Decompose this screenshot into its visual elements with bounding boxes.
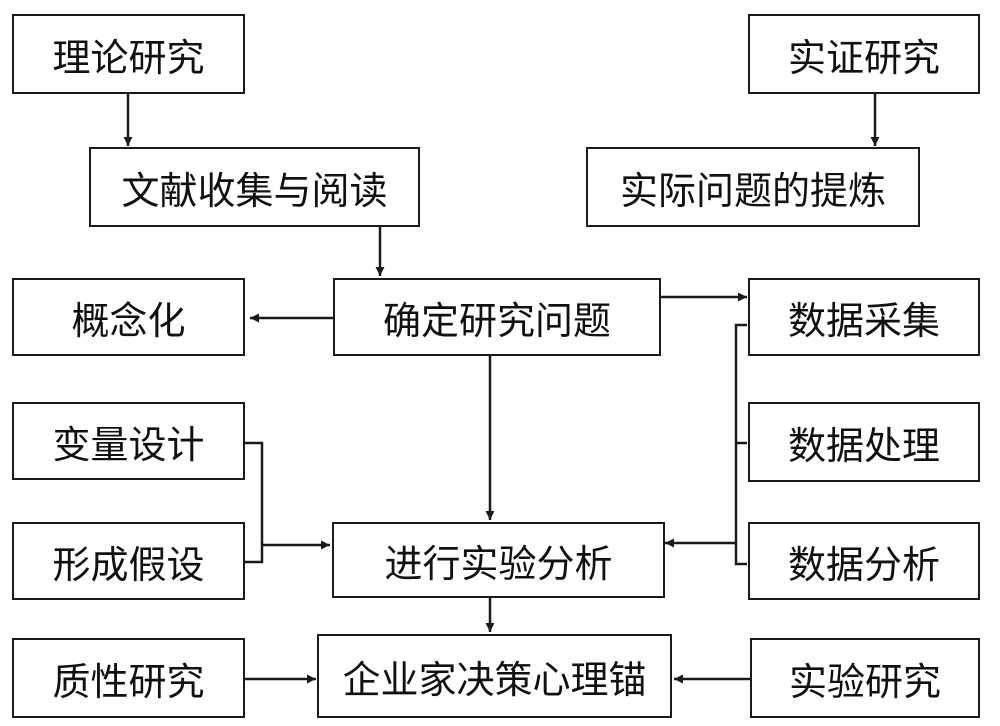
node-experimental-research: 实验研究 [750,638,980,718]
node-label: 理论研究 [52,35,205,80]
node-data-collection: 数据采集 [748,278,980,356]
node-anchoring: 企业家决策心理锚 [317,634,672,718]
node-experiment-analysis: 进行实验分析 [332,522,665,598]
node-practical-problem: 实际问题的提炼 [586,147,920,227]
edge-variables-hypothesis-bracket [243,441,264,564]
node-label: 质性研究 [52,659,205,704]
node-label: 数据采集 [787,298,940,343]
node-label: 确定研究问题 [382,298,611,343]
node-data-analysis: 数据分析 [748,522,980,600]
node-label: 概念化 [71,298,186,343]
node-label: 进行实验分析 [384,541,613,586]
node-define-problem: 确定研究问题 [333,278,661,356]
node-label: 数据分析 [787,542,940,587]
node-literature: 文献收集与阅读 [89,147,420,227]
node-label: 实际问题的提炼 [619,168,886,213]
node-label: 实证研究 [787,35,940,80]
node-conceptualization: 概念化 [12,278,245,356]
edge-data-steps-bracket [734,323,747,566]
node-empirical-research: 实证研究 [748,14,980,94]
node-label: 形成假设 [52,542,205,587]
node-variable-design: 变量设计 [12,402,245,480]
node-label: 实验研究 [788,659,941,704]
node-theory-research: 理论研究 [12,14,245,94]
node-data-processing: 数据处理 [748,402,980,482]
node-label: 数据处理 [787,423,940,468]
node-label: 变量设计 [52,422,205,467]
node-label: 文献收集与阅读 [121,168,388,213]
node-qualitative-research: 质性研究 [12,638,245,718]
node-label: 企业家决策心理锚 [342,657,647,702]
node-hypothesis: 形成假设 [12,522,245,600]
